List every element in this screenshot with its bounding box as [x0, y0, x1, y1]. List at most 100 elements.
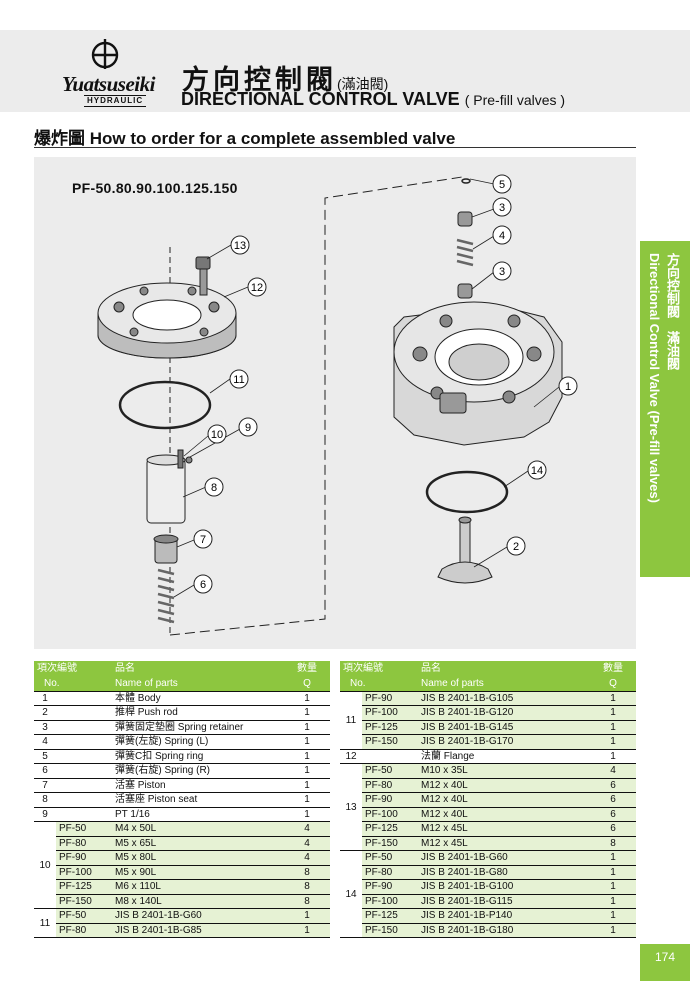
item-name: JIS B 2401-1B-P140 [418, 908, 590, 924]
table-header-row: No. Name of parts Q [34, 676, 330, 692]
item-model: PF-100 [362, 807, 418, 822]
item-name: 活塞座 Piston seat [112, 792, 284, 808]
exploded-diagram: 13 12 11 10 9 8 7 6 5 3 4 3 1 14 2 [34, 157, 636, 649]
item-model: PF-150 [362, 734, 418, 750]
item-qty: 1 [590, 734, 636, 750]
callout-11: 11 [229, 369, 249, 389]
item-model: PF-90 [362, 792, 418, 808]
item-qty: 1 [590, 879, 636, 895]
item-qty: 1 [284, 720, 330, 735]
item-name: M5 x 65L [112, 836, 284, 851]
callout-6-label: 6 [200, 579, 206, 591]
item-qty: 1 [284, 734, 330, 750]
title-en-main: DIRECTIONAL CONTROL VALVE [181, 89, 460, 109]
item-spacer [56, 720, 112, 735]
item-no: 14 [340, 850, 362, 938]
table-header-row: 項次編號 品名 數量 [34, 661, 330, 676]
table-header-row: 項次編號 品名 數量 [340, 661, 636, 676]
item-no: 2 [34, 705, 56, 721]
item-name: JIS B 2401-1B-G80 [418, 865, 590, 880]
item-spacer [56, 807, 112, 822]
logo-mark-icon [91, 39, 119, 69]
item-name: M6 x 110L [112, 879, 284, 895]
item-model: PF-80 [362, 778, 418, 793]
callout-8: 8 [204, 477, 224, 497]
item-no: 5 [34, 749, 56, 764]
item-model: PF-150 [362, 923, 418, 938]
item-qty: 4 [284, 836, 330, 851]
item-qty: 4 [590, 763, 636, 779]
item-qty: 8 [284, 865, 330, 880]
item-qty: 6 [590, 821, 636, 837]
item-name: PT 1/16 [112, 807, 284, 822]
item-no: 12 [340, 749, 362, 764]
item-name: 推桿 Push rod [112, 705, 284, 721]
item-no: 7 [34, 778, 56, 793]
side-tab-line2: Directional Control Valve (Pre-fill valv… [647, 253, 662, 503]
item-name: 彈簧(左旋) Spring (L) [112, 734, 284, 750]
item-no: 13 [340, 763, 362, 851]
callout-14: 14 [527, 460, 547, 480]
item-name: JIS B 2401-1B-G105 [418, 691, 590, 706]
item-model: PF-50 [56, 908, 112, 924]
title-cn-main: 方向控制閥 [182, 65, 337, 95]
item-no: 9 [34, 807, 56, 822]
header-name-cn: 品名 [112, 661, 284, 676]
item-qty: 1 [284, 705, 330, 721]
item-name: M8 x 140L [112, 894, 284, 909]
item-model: PF-125 [56, 879, 112, 895]
callout-7: 7 [193, 529, 213, 549]
item-name: M12 x 40L [418, 807, 590, 822]
item-name: JIS B 2401-1B-G60 [418, 850, 590, 866]
item-qty: 6 [590, 778, 636, 793]
header-q-en: Q [590, 676, 636, 692]
item-qty: 8 [284, 894, 330, 909]
callout-4: 4 [492, 225, 512, 245]
callout-4-label: 4 [499, 230, 505, 242]
item-no: 4 [34, 734, 56, 750]
item-no: 11 [34, 908, 56, 938]
item-no: 6 [34, 763, 56, 779]
table-header-row: No. Name of parts Q [340, 676, 636, 692]
item-model: PF-90 [362, 691, 418, 706]
item-qty: 6 [590, 792, 636, 808]
item-qty: 1 [590, 850, 636, 866]
table-row: 4 彈簧(左旋) Spring (L)1 [34, 734, 330, 750]
item-model: PF-80 [56, 923, 112, 938]
callout-9-label: 9 [245, 422, 251, 434]
callout-10-label: 10 [211, 429, 223, 441]
item-model: PF-80 [362, 865, 418, 880]
header-q-cn: 數量 [590, 661, 636, 676]
item-qty: 6 [590, 807, 636, 822]
section-title: 爆炸圖 How to order for a complete assemble… [34, 129, 456, 148]
callout-14-label: 14 [531, 465, 543, 477]
item-name: JIS B 2401-1B-G85 [112, 923, 284, 938]
header-q-cn: 數量 [284, 661, 330, 676]
callout-5-label: 5 [499, 179, 505, 191]
item-qty: 1 [284, 778, 330, 793]
item-name: JIS B 2401-1B-G100 [418, 879, 590, 895]
item-qty: 1 [284, 792, 330, 808]
item-model: PF-50 [56, 821, 112, 837]
model-label: PF-50.80.90.100.125.150 [72, 180, 238, 196]
item-no: 1 [34, 691, 56, 706]
callout-1: 1 [558, 376, 578, 396]
item-name: M4 x 50L [112, 821, 284, 837]
